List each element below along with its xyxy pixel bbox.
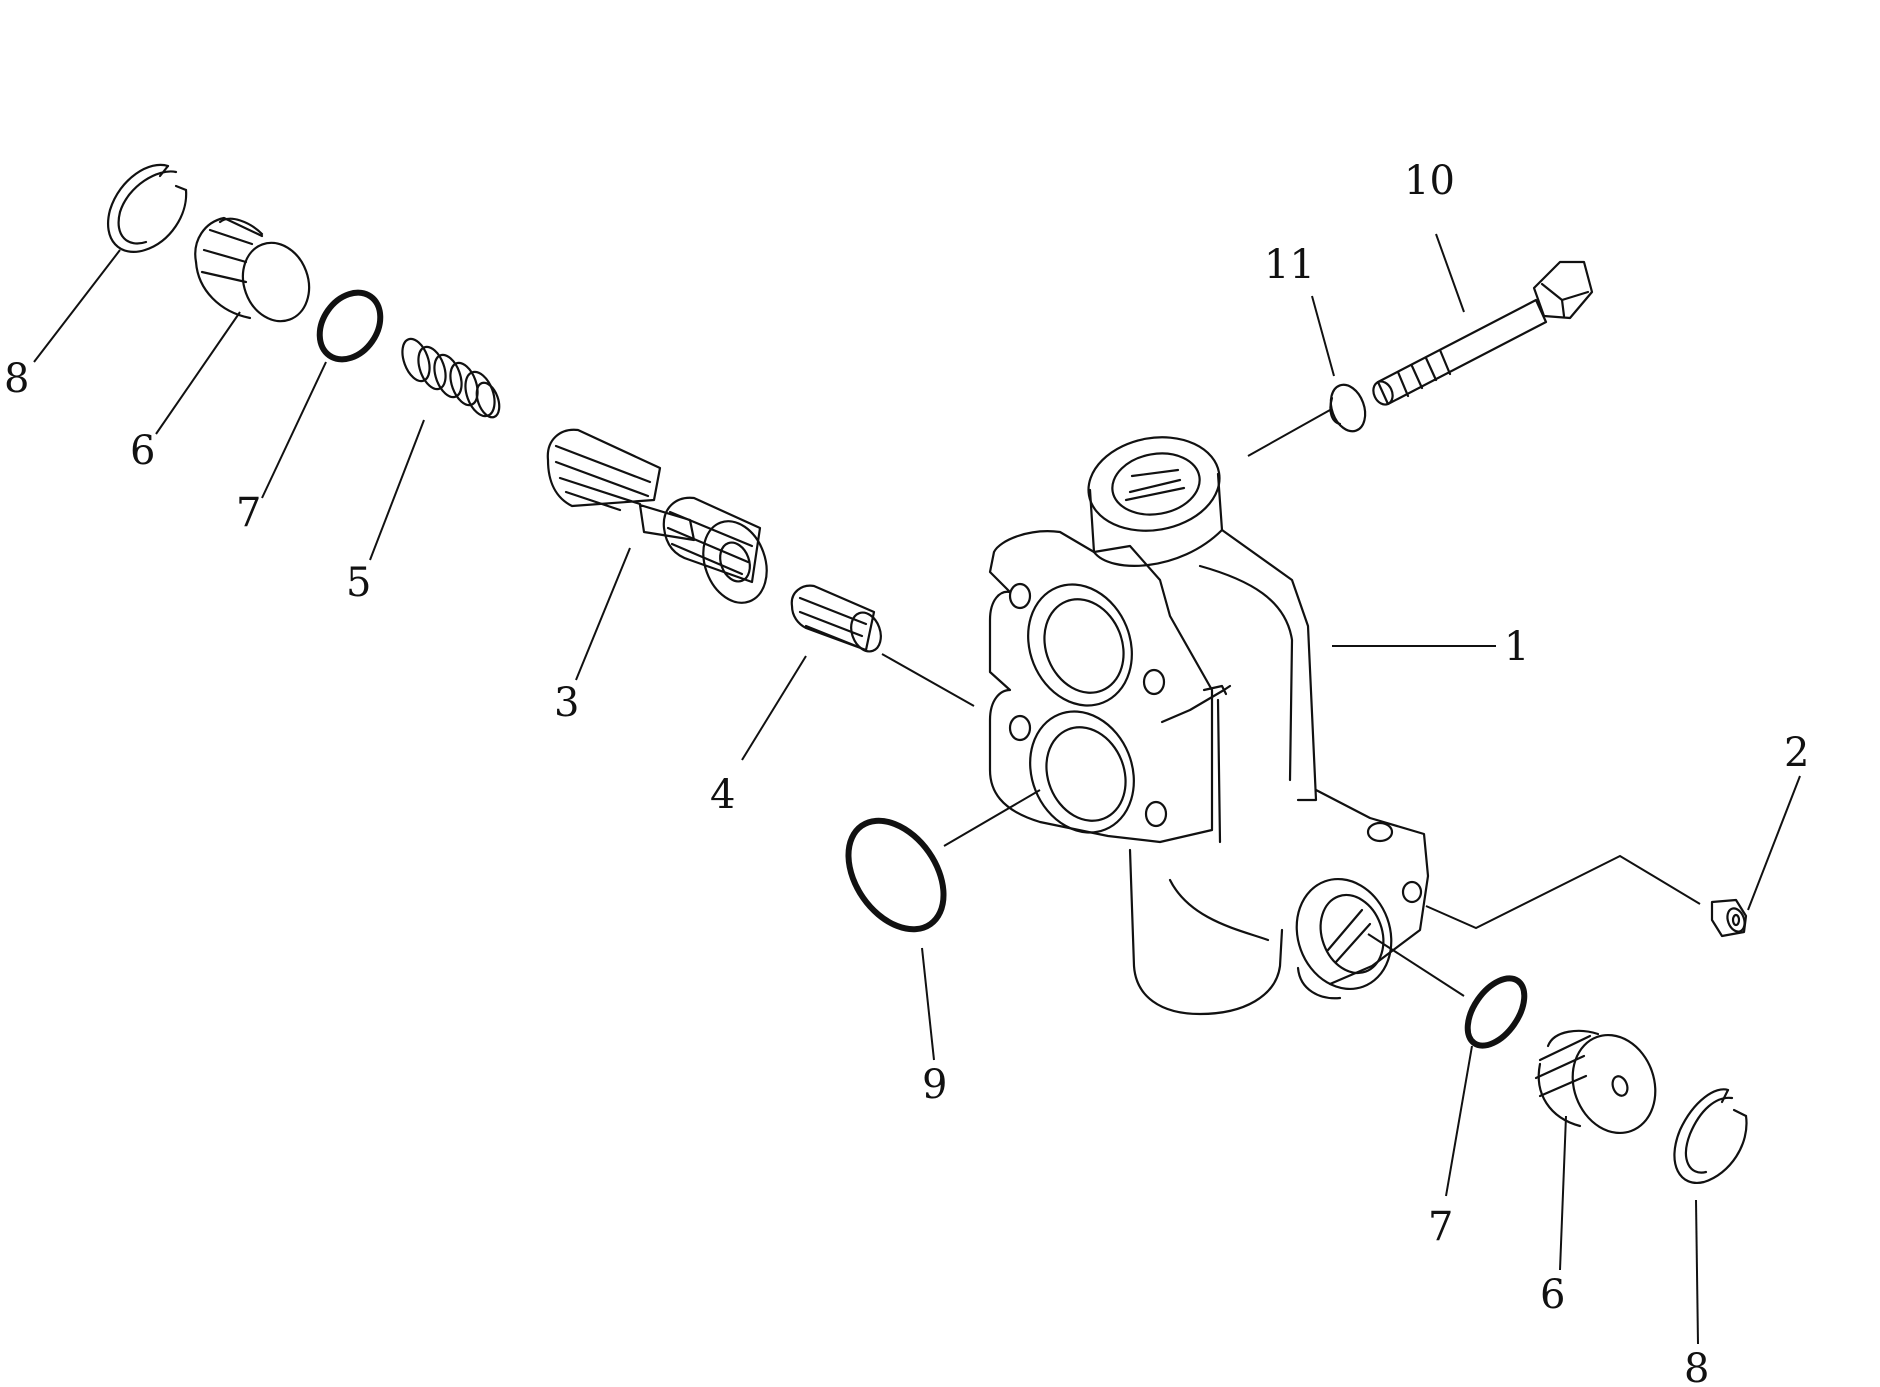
callout-9: 9 (922, 1062, 947, 1108)
callout-labels: 8 6 7 5 3 4 9 11 10 1 2 7 6 8 (4, 158, 1809, 1387)
bolt-part-10 (1372, 260, 1594, 406)
callout-11: 11 (1264, 242, 1315, 288)
valve-body-part-1 (988, 436, 1430, 1016)
callout-10: 10 (1404, 158, 1455, 204)
callout-6-upper: 6 (130, 428, 155, 474)
callout-6-lower: 6 (1540, 1272, 1565, 1318)
o-ring-part-7-lower (1464, 975, 1528, 1049)
callout-8-lower: 8 (1684, 1346, 1709, 1387)
callout-4: 4 (710, 772, 735, 818)
spring-part-5 (401, 337, 501, 419)
spool-part-3 (546, 428, 768, 604)
washer-part-11 (1329, 383, 1367, 433)
callout-7-lower: 7 (1428, 1204, 1453, 1250)
callout-8-upper: 8 (4, 356, 29, 402)
callout-5: 5 (346, 560, 371, 606)
callout-2: 2 (1784, 730, 1809, 776)
snap-ring-part-8-upper (107, 163, 188, 253)
plug-part-6-upper (194, 216, 311, 323)
leader-lines (33, 233, 1801, 1345)
plunger-part-4 (790, 584, 882, 653)
o-ring-part-9 (845, 817, 947, 933)
plug-part-2 (1710, 898, 1748, 938)
snap-ring-part-8-lower (1673, 1088, 1748, 1185)
plug-part-6-lower (1534, 1029, 1657, 1135)
callout-7-upper: 7 (236, 490, 261, 536)
o-ring-part-7-upper (316, 289, 384, 363)
callout-3: 3 (554, 680, 579, 726)
callout-1: 1 (1504, 624, 1529, 670)
